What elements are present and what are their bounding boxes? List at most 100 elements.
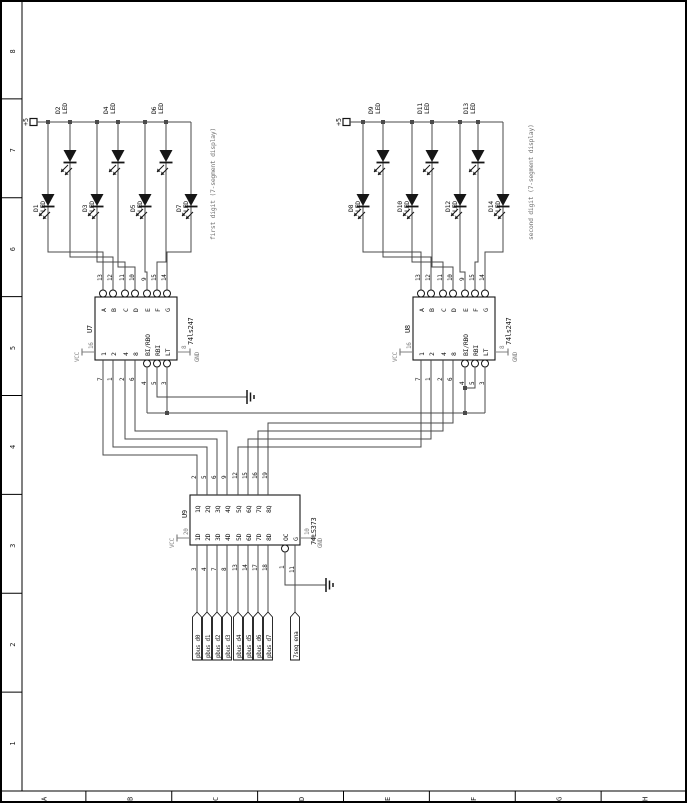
frame-row-label: 6 xyxy=(9,247,17,251)
net-flag-pbus_d7: pbus_d7 xyxy=(266,634,273,658)
pin-name: F xyxy=(472,308,480,312)
led-arrow-head xyxy=(92,215,96,219)
led-type-label: LED xyxy=(451,201,459,212)
pin-number: 19 xyxy=(262,472,269,479)
pin-name: G xyxy=(482,308,490,312)
pin-number: 9 xyxy=(221,475,228,479)
pin-number: 12 xyxy=(425,274,432,281)
net-flag-pbus_d7-outline xyxy=(263,611,273,661)
pin-name: G xyxy=(164,308,172,312)
junction-dot xyxy=(463,411,467,415)
pin-number: 9 xyxy=(459,277,466,281)
led-diode-D4 xyxy=(111,150,125,162)
frame-col-label: G xyxy=(556,797,564,801)
frame-row-label: 5 xyxy=(9,346,17,350)
led-ref-label: D8 xyxy=(347,204,355,212)
pin-bubble xyxy=(143,359,151,368)
led-to-decoder-wire xyxy=(382,122,432,283)
net-flag-pbus_d3-outline xyxy=(222,611,232,661)
led-diode-D8 xyxy=(356,194,370,206)
pin-number: 12 xyxy=(107,274,114,281)
pin-number: 14 xyxy=(479,274,486,281)
led-to-decoder-wire xyxy=(156,122,167,283)
led-type-label: LED xyxy=(469,103,477,114)
led-arrow-head xyxy=(88,212,92,216)
pin-number: 4 xyxy=(141,381,148,385)
gnd-pin-number: 8 xyxy=(499,345,506,349)
pin-name: F xyxy=(154,308,162,312)
pin-bubble xyxy=(281,544,289,553)
pin-name: 4Q xyxy=(224,505,232,513)
latch-to-u8-wire xyxy=(267,374,454,481)
led-type-label: LED xyxy=(39,201,47,212)
led-diode-D14 xyxy=(496,194,510,206)
latch-to-u7-wire xyxy=(134,374,228,481)
gnd-pin-label: GND xyxy=(194,351,201,362)
pin-number: 1 xyxy=(107,377,114,381)
pin-name: C xyxy=(440,308,448,312)
pin-name: 8 xyxy=(450,352,458,356)
led-diode-D12 xyxy=(453,194,467,206)
pin-name: 7D xyxy=(255,533,263,541)
pin-name: 1 xyxy=(100,352,108,356)
chip-part-label: 74ls247 xyxy=(187,318,195,345)
led-type-label: LED xyxy=(403,201,411,212)
pin-name: BI/RBO xyxy=(462,334,470,356)
net-flag-pbus_d1-outline xyxy=(202,611,212,661)
chip-ref-label: U9 xyxy=(181,510,189,518)
net-flag-7seg-ena-outline xyxy=(290,611,300,661)
pin-number: 12 xyxy=(232,472,239,479)
net-flag-pbus_d4: pbus_d4 xyxy=(236,634,243,658)
chip-ref-label: U7 xyxy=(86,325,94,333)
led-to-decoder-wire xyxy=(411,122,444,283)
led-arrow-head xyxy=(113,171,117,175)
pin-bubble xyxy=(163,289,171,298)
pin-number: 1 xyxy=(425,377,432,381)
pin-number: 2 xyxy=(437,377,444,381)
net-flag-pbus_d6-outline xyxy=(253,611,263,661)
pin-bubble xyxy=(153,289,161,298)
pin-name: G xyxy=(292,537,300,541)
led-arrow-head xyxy=(182,212,186,216)
pin-number: 11 xyxy=(437,274,444,281)
pin-bubble xyxy=(471,359,479,368)
pin-name: 8Q xyxy=(265,505,273,513)
led-to-decoder-wire xyxy=(117,122,136,283)
pin-name: 5D xyxy=(235,533,243,541)
pin-bubble xyxy=(449,289,457,298)
led-arrow-head xyxy=(43,215,47,219)
pin-bubble xyxy=(461,289,469,298)
pin-name: B xyxy=(110,308,118,312)
led-to-decoder-wire xyxy=(431,122,454,283)
junction-dot xyxy=(463,386,467,390)
latch-to-u7-wire xyxy=(124,374,218,481)
led-ref-label: D2 xyxy=(54,106,62,114)
decoder-chip-U7: 13A12B11C10D9E15F14G711224684BI/RBO5RBI3… xyxy=(74,274,201,385)
pin-number: 10 xyxy=(447,274,454,281)
led-ref-label: D9 xyxy=(367,106,375,114)
gnd-pin-number: 10 xyxy=(304,528,311,535)
pin-number: 13 xyxy=(97,274,104,281)
pin-name: 2D xyxy=(204,533,212,541)
pin-name: D xyxy=(450,308,458,312)
led-arrow-head xyxy=(157,168,161,172)
frame-row-label: 8 xyxy=(9,49,17,53)
pin-name: 6Q xyxy=(245,505,253,513)
frame-row-label: 1 xyxy=(9,742,17,746)
net-flag-pbus_d6: pbus_d6 xyxy=(256,634,263,658)
led-ref-label: D6 xyxy=(150,106,158,114)
net-flag-pbus_d4-outline xyxy=(233,611,243,661)
latch-to-u8-wire xyxy=(247,374,432,481)
pin-name: 3Q xyxy=(214,505,222,513)
power-label: +5 xyxy=(22,118,30,126)
pin-name: A xyxy=(418,308,426,312)
led-diode-D7 xyxy=(184,194,198,206)
pin-bubble xyxy=(163,359,171,368)
led-arrow-head xyxy=(374,168,378,172)
led-ref-label: D3 xyxy=(81,204,89,212)
vcc-pin-label: VCC xyxy=(169,537,176,548)
chip-part-label: 74LS373 xyxy=(310,518,318,545)
led-diode-D10 xyxy=(405,194,419,206)
